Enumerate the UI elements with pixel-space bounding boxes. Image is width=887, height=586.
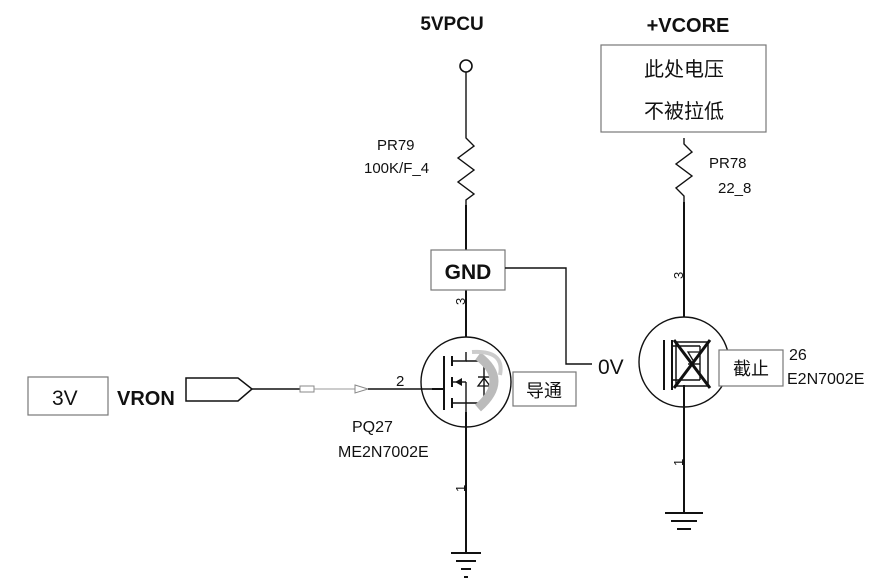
q1-pin-drain: 3 bbox=[453, 298, 468, 305]
vron-port-symbol bbox=[185, 377, 444, 402]
input-voltage-box bbox=[27, 376, 109, 416]
vcore-note-line2: 不被拉低 bbox=[644, 100, 724, 123]
q1-pin-gate: 2 bbox=[396, 373, 404, 390]
q2-part-fragment: E2N7002E bbox=[787, 371, 864, 388]
resistor-pr78 bbox=[674, 138, 694, 202]
vcore-note-box bbox=[600, 44, 767, 133]
q2-state-box bbox=[718, 349, 784, 387]
r2-value: 22_8 bbox=[718, 180, 751, 197]
vcore-label: +VCORE bbox=[647, 15, 730, 37]
r1-name: PR79 bbox=[377, 137, 415, 154]
q1-pin-source: 1 bbox=[453, 485, 468, 492]
q1-state-label: 导通 bbox=[526, 381, 562, 401]
supply-terminal bbox=[459, 59, 473, 73]
q1-part: ME2N7002E bbox=[338, 444, 429, 461]
q2-pin-source: 1 bbox=[671, 459, 686, 466]
mosfet-q2 bbox=[638, 316, 730, 408]
vcore-note-line1: 此处电压 bbox=[644, 58, 724, 81]
r1-value: 100K/F_4 bbox=[364, 160, 429, 177]
r2-name: PR78 bbox=[709, 155, 747, 172]
mosfet-pq27 bbox=[420, 336, 512, 428]
gnd-box bbox=[430, 249, 506, 291]
q1-name: PQ27 bbox=[352, 419, 393, 436]
input-net-label: VRON bbox=[117, 388, 175, 410]
ground-symbol-left bbox=[451, 552, 481, 578]
q1-state-box bbox=[512, 371, 577, 407]
gnd-box-label: GND bbox=[445, 261, 492, 284]
q2-name-fragment: 26 bbox=[789, 347, 807, 364]
q2-state-label: 截止 bbox=[733, 359, 769, 379]
q2-pin-drain: 3 bbox=[671, 272, 686, 279]
resistor-pr79 bbox=[456, 128, 476, 205]
ground-symbol-right bbox=[665, 512, 703, 530]
supply-label: 5VPCU bbox=[420, 14, 483, 35]
node-voltage: 0V bbox=[598, 356, 624, 379]
input-voltage: 3V bbox=[52, 387, 78, 410]
